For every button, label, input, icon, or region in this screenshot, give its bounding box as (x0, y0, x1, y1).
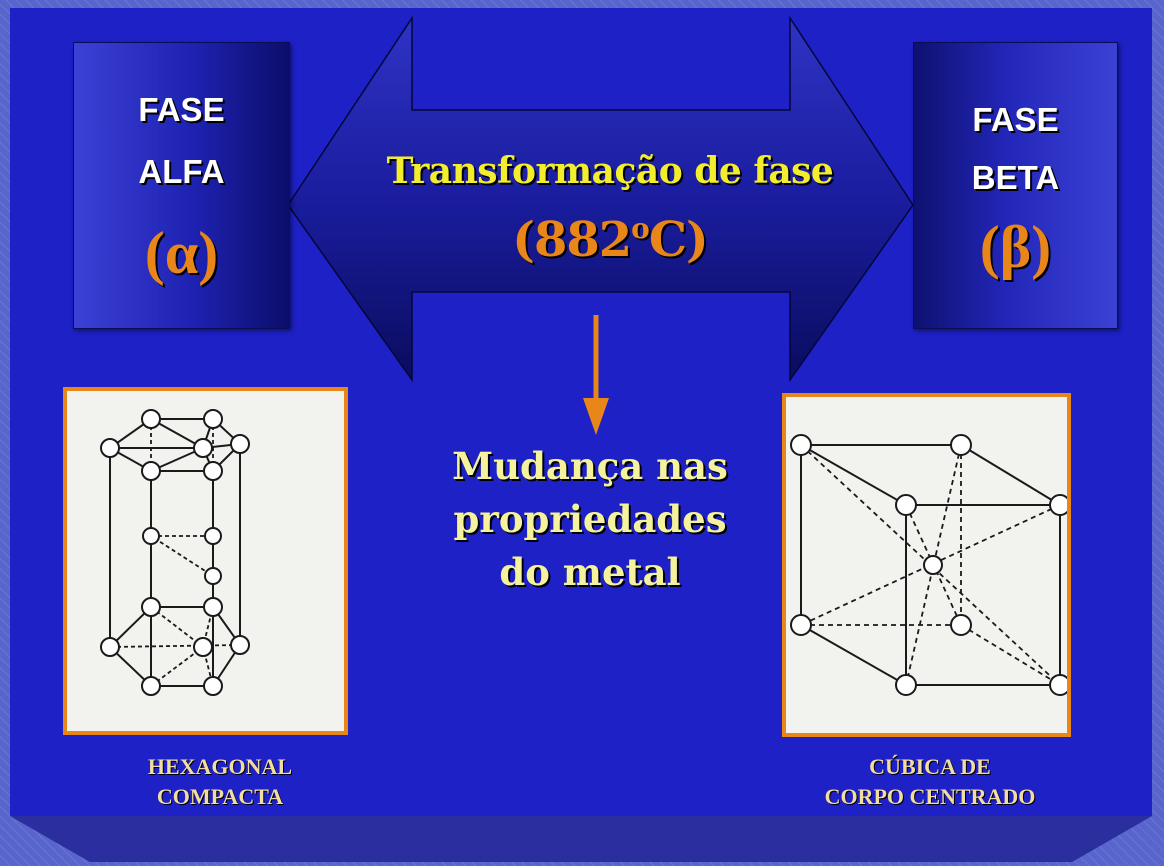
hexagonal-crystal-illustration (100, 409, 250, 696)
bcc-corner-atom (790, 434, 812, 456)
hex-atom (100, 637, 120, 657)
bcc-corner-atom (895, 674, 917, 696)
bcc-corner-atom (895, 494, 917, 516)
hex-atom (204, 567, 222, 585)
bcc-corner-atom (1049, 674, 1067, 696)
property-change-text: Mudança nas propriedades do metal (452, 444, 728, 594)
hexagonal-caption: HEXAGONAL COMPACTA (147, 754, 293, 809)
slide-bottom-bevel (10, 816, 1152, 862)
temperature-unit: C) (648, 212, 709, 268)
hex-atom (141, 676, 161, 696)
alpha-symbol: (α) (144, 220, 219, 286)
hex-atom (230, 434, 250, 454)
hex-atom (141, 409, 161, 429)
bcc-corner-atom (790, 614, 812, 636)
alpha-fase-label: FASE (138, 91, 225, 128)
hex-atom (203, 461, 223, 481)
double-arrow-shape (287, 15, 914, 383)
beta-phase-box: FASE BETA (β) (913, 42, 1118, 329)
beta-fase-label: FASE (972, 101, 1059, 138)
hex-atom (204, 527, 222, 545)
temperature-value: (882 (512, 212, 632, 268)
hex-atom (141, 597, 161, 617)
hex-atom (230, 635, 250, 655)
hex-vertical-edges (109, 444, 241, 686)
hexagonal-structure-frame (63, 387, 348, 735)
temperature-degree: o (631, 212, 650, 245)
alpha-phase-box: FASE ALFA (α) (73, 42, 290, 329)
bcc-corner-atom (1049, 494, 1067, 516)
beta-symbol: (β) (979, 214, 1052, 280)
hex-atom (193, 438, 213, 458)
hex-top-outline (108, 418, 242, 472)
beta-name-label: BETA (971, 159, 1060, 196)
hex-atom (100, 438, 120, 458)
bcc-corner-atom (950, 614, 972, 636)
hex-atom (203, 597, 223, 617)
transformation-label: Transformação de fase (386, 150, 834, 192)
bcc-center-atom (923, 555, 943, 575)
alpha-name-label: ALFA (138, 153, 225, 190)
hex-atom (193, 637, 213, 657)
bcc-caption: CÚBICA DE CORPO CENTRADO (824, 754, 1036, 809)
transformation-temperature: (882oC) (330, 212, 890, 268)
hex-atom (203, 409, 223, 429)
bcc-structure-frame (782, 393, 1071, 737)
down-arrow-head (583, 398, 609, 435)
hex-atom (142, 527, 160, 545)
hex-hidden-edges (109, 419, 241, 687)
bcc-corner-atom (950, 434, 972, 456)
bcc-front-face (905, 504, 1061, 686)
bcc-crystal-illustration (790, 434, 1067, 696)
hex-atom (203, 676, 223, 696)
hex-atom (141, 461, 161, 481)
